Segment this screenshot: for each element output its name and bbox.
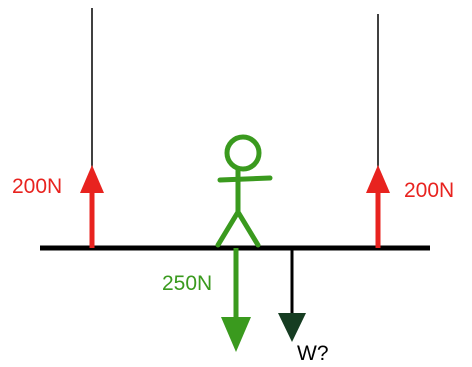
- beam-weight-label: W?: [297, 342, 329, 365]
- beam-weight-arrow: [278, 248, 306, 342]
- right-support-label: 200N: [404, 179, 454, 202]
- person-weight-arrow: [221, 248, 251, 352]
- right-support-arrow: [366, 165, 390, 248]
- left-support-arrow: [80, 165, 104, 248]
- left-support-label: 200N: [12, 175, 62, 198]
- person-weight-label: 250N: [162, 272, 212, 295]
- stick-figure-icon: [215, 134, 273, 248]
